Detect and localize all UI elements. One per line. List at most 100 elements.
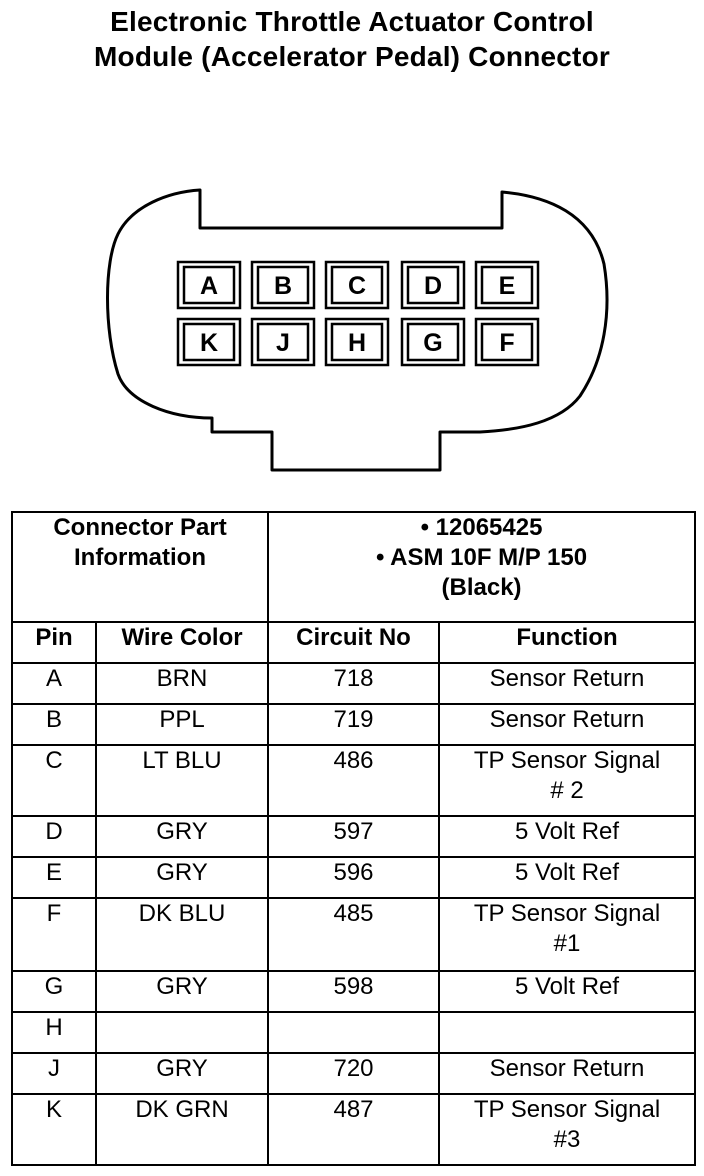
page-title: Electronic Throttle Actuator Control Mod… (0, 4, 704, 74)
cell-pin: B (11, 702, 97, 746)
pin-cavity-inner (182, 265, 236, 305)
function-line-1: TP Sensor Signal (473, 1095, 661, 1123)
pin-cavity-outer (176, 260, 242, 310)
pin-cavity-outer (250, 317, 316, 367)
connector-housing (106, 188, 609, 472)
cell-wire-color: PPL (94, 702, 270, 746)
function-line-1: Sensor Return (489, 1054, 645, 1082)
function-line-1: TP Sensor Signal (473, 899, 661, 927)
header-function: Function (438, 621, 697, 664)
cell-wire-color (94, 1010, 270, 1054)
cell-function: Sensor Return (438, 702, 697, 746)
pin-cavity-outer (400, 317, 466, 367)
part-color: (Black) (441, 574, 522, 601)
cell-pin: D (11, 815, 97, 858)
pin-label: K (200, 329, 218, 357)
pin-cavity-inner (406, 265, 460, 305)
pin-label: A (200, 272, 218, 300)
part-info-row: Connector Part Information • 12065425 • … (10, 510, 697, 624)
cell-wire-color: GRY (94, 815, 270, 858)
pin-label: H (348, 329, 366, 357)
pin-label: G (423, 329, 442, 357)
title-line-2: Module (Accelerator Pedal) Connector (94, 41, 610, 72)
header-pin: Pin (11, 621, 97, 664)
header-row: Pin Wire Color Circuit No Function (11, 621, 697, 664)
function-line-1: Sensor Return (489, 665, 645, 692)
pin-cavity-outer (474, 317, 540, 367)
cell-pin: E (11, 855, 97, 899)
cell-function: 5 Volt Ref (438, 855, 697, 899)
pin-cavity-inner (182, 322, 236, 362)
cell-pin: G (11, 970, 97, 1013)
cell-wire-color: DK GRN (94, 1092, 270, 1167)
cell-circuit-no (267, 1010, 441, 1054)
function-line-1: 5 Volt Ref (514, 858, 620, 886)
cell-circuit-no: 596 (267, 855, 441, 899)
part-info-label: Connector Part Information (10, 510, 270, 624)
pin-cavity-outer (324, 317, 390, 367)
cell-circuit-no: 486 (267, 743, 441, 818)
connector-info-table: Connector Part Information • 12065425 • … (10, 510, 697, 1167)
pin-cavity-inner (330, 322, 384, 362)
title-line-1: Electronic Throttle Actuator Control (110, 6, 594, 37)
cell-pin: K (11, 1092, 97, 1167)
part-info-label-line-1: Connector Part (53, 514, 227, 541)
header-circuit-no: Circuit No (267, 621, 441, 664)
cell-pin: F (11, 896, 97, 973)
cell-circuit-no: 597 (267, 815, 441, 858)
pin-cavity-outer (250, 260, 316, 310)
function-line-1: 5 Volt Ref (514, 973, 620, 1001)
pin-cavity-inner (256, 322, 310, 362)
part-number: • 12065425 (420, 514, 543, 541)
pin-label: F (499, 329, 514, 357)
cell-function: 5 Volt Ref (438, 815, 697, 858)
cell-wire-color: GRY (94, 970, 270, 1013)
function-line-2: #3 (553, 1125, 581, 1153)
cell-function: TP Sensor Signal#1 (438, 896, 697, 973)
cell-wire-color: GRY (94, 1051, 270, 1095)
cell-circuit-no: 485 (267, 896, 441, 973)
function-line-1: 5 Volt Ref (514, 818, 620, 846)
pin-cavity-outer (400, 260, 466, 310)
cell-function: Sensor Return (438, 1051, 697, 1095)
pin-cavity-outer (176, 317, 242, 367)
function-line-2: #1 (553, 929, 581, 957)
cell-circuit-no: 598 (267, 970, 441, 1013)
cell-wire-color: BRN (94, 662, 270, 705)
cell-pin: A (11, 662, 97, 705)
part-info-label-line-2: Information (74, 544, 206, 571)
pin-label: J (276, 329, 290, 357)
pin-label: B (274, 272, 292, 300)
cell-circuit-no: 487 (267, 1092, 441, 1167)
pin-cavity-inner (406, 322, 460, 362)
cell-function (438, 1010, 697, 1054)
pin-cavity-inner (256, 265, 310, 305)
cell-function: TP Sensor Signal# 2 (438, 743, 697, 818)
cell-function: 5 Volt Ref (438, 970, 697, 1013)
pin-cavity-inner (330, 265, 384, 305)
cell-function: TP Sensor Signal#3 (438, 1092, 697, 1167)
function-line-2: # 2 (550, 776, 584, 804)
cell-circuit-no: 720 (267, 1051, 441, 1095)
cell-wire-color: DK BLU (94, 896, 270, 973)
cell-circuit-no: 719 (267, 702, 441, 746)
pin-cavity-inner (480, 265, 534, 305)
pin-label: C (348, 272, 366, 300)
pin-cavity-outer (474, 260, 540, 310)
cell-circuit-no: 718 (267, 662, 441, 705)
cell-pin: H (11, 1010, 97, 1054)
pin-cavity-inner (480, 322, 534, 362)
cell-function: Sensor Return (438, 662, 697, 705)
part-info-values: • 12065425 • ASM 10F M/P 150 (Black) (267, 510, 697, 624)
pin-cavity-outer (324, 260, 390, 310)
pin-label: D (424, 272, 442, 300)
part-assembly: • ASM 10F M/P 150 (375, 544, 588, 571)
function-line-1: Sensor Return (489, 705, 645, 733)
cell-pin: J (11, 1051, 97, 1095)
